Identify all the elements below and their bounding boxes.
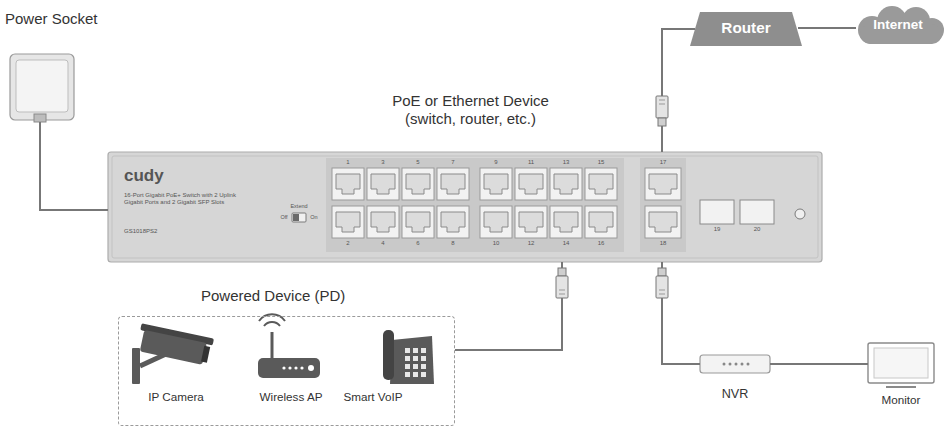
port-number: 15 [586,159,616,166]
port-number: 7 [438,159,468,166]
model-number: GS1018PS2 [124,228,157,235]
nvr-icon [700,355,770,373]
router-shape [690,12,802,46]
cable-line [455,262,562,350]
device-group: IP CameraWireless APSmart VoIPPowered De… [118,316,455,426]
rj45-port [550,168,582,200]
switch-box: PoE or Ethernet Device (switch, router, … [108,152,822,262]
rj45-port [515,206,547,238]
cable-line [798,27,856,29]
cable-line [770,363,868,365]
rj45-port [402,168,434,200]
group-heading: Powered Device (PD) [201,287,345,305]
rj45-port [645,168,681,200]
power-adapter [10,54,74,122]
port-number: 2 [333,240,363,247]
port-number: 19 [702,226,732,233]
monitor-icon [868,343,934,387]
rj45-port [585,206,617,238]
device-label: Smart VoIP [333,390,413,404]
access-point-icon [258,314,320,378]
port-number: 3 [368,159,398,166]
rj45-port [515,168,547,200]
rj45-port [332,206,364,238]
rj45-port [437,206,469,238]
port-number: 9 [481,159,511,166]
rj45-port [437,168,469,200]
port-number: 11 [516,159,546,166]
sfp-slot [740,200,774,224]
device-box: Wireless AP [246,325,336,421]
device-box: IP Camera [131,325,221,421]
rj45-plug [656,268,668,298]
rj45-port [367,168,399,200]
cable-line [662,29,695,152]
phone-icon [383,330,434,384]
device-label: Wireless AP [246,390,336,404]
sfp-slot [700,200,734,224]
internet-cloud: Internet [850,6,946,46]
port-number: 13 [551,159,581,166]
rj45-plug [556,268,568,298]
port-number: 12 [516,240,546,247]
switch-label: Off [269,214,299,221]
switch-label: On [299,214,329,221]
node-heading: PoE or Ethernet Device (switch, router, … [378,92,563,128]
port-number: 8 [438,240,468,247]
product-description: 16-Port Gigabit PoE+ Switch with 2 Uplin… [124,192,242,206]
rj45-port [550,206,582,238]
cable-line [40,122,108,210]
switch-panel [108,152,822,262]
device-label: Monitor [868,393,934,407]
port-number: 4 [368,240,398,247]
nvr-box: NVR [700,355,770,373]
brand-logo: cudy [124,166,164,186]
rj45-plug [656,96,668,126]
port-number: 17 [648,159,678,166]
rj45-port [645,206,681,238]
rj45-port [367,206,399,238]
rj45-port [480,168,512,200]
device-box: Smart VoIP [333,325,413,421]
rj45-port [402,206,434,238]
node-heading: Power Socket [5,10,98,28]
node-label: Router [690,19,802,37]
router-box: Router [690,12,802,46]
port-number: 16 [586,240,616,247]
camera-icon [132,323,214,384]
switch-label: Extend [284,203,314,210]
monitor-box: Monitor [868,343,934,385]
power-adapter-box: Power Socket [8,52,76,122]
port-number: 6 [403,240,433,247]
node-label: Internet [850,17,946,33]
rj45-port [585,168,617,200]
port-number: 18 [648,240,678,247]
port-number: 14 [551,240,581,247]
device-label: NVR [700,387,770,402]
device-label: IP Camera [131,390,221,404]
port-number: 1 [333,159,363,166]
rj45-port [332,168,364,200]
port-number: 10 [481,240,511,247]
port-number: 5 [403,159,433,166]
rj45-port [480,206,512,238]
port-number: 20 [742,226,772,233]
